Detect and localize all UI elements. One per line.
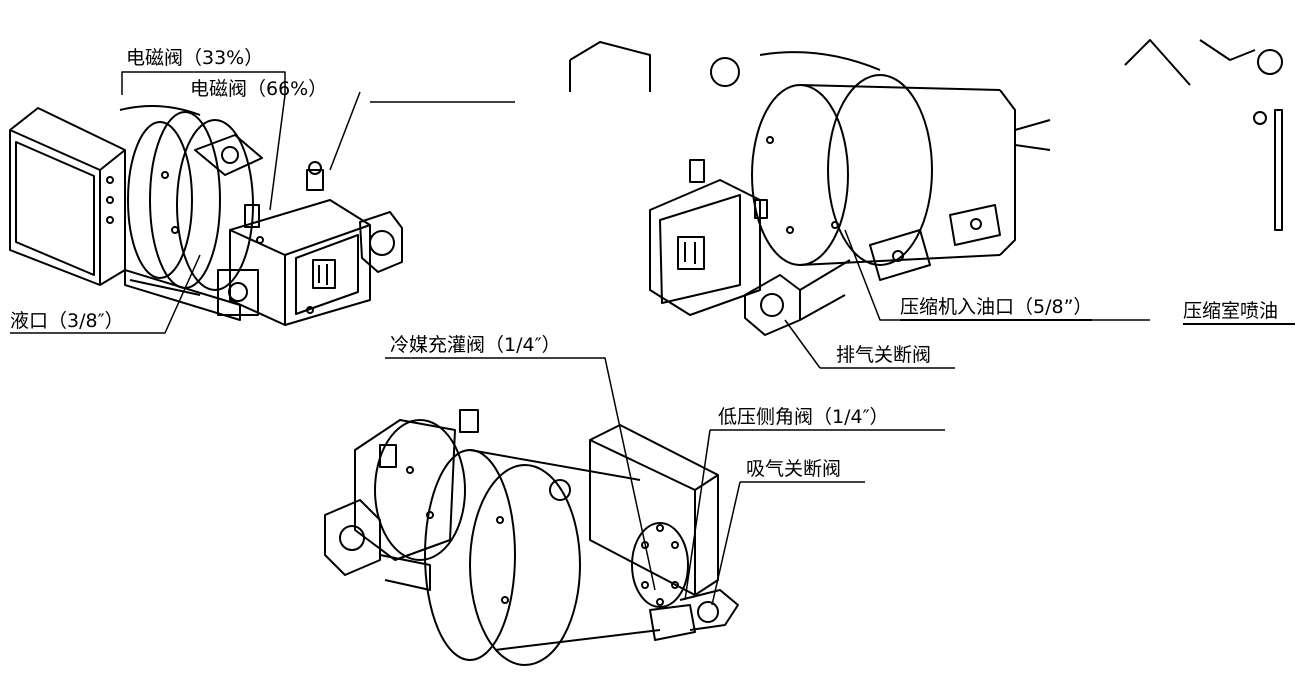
label-charge-valve: 冷媒充灌阀（1/4″） bbox=[390, 334, 561, 356]
label-chamber-injection: 压缩室喷油 bbox=[1183, 300, 1295, 325]
compressor-view-right bbox=[569, 41, 1051, 336]
leader-liquid-port bbox=[10, 254, 201, 334]
label-low-side-valve: 低压侧角阀（1/4″） bbox=[718, 406, 889, 428]
label-suction-valve: 吸气关断阀 bbox=[746, 458, 842, 480]
leader-discharge bbox=[784, 319, 821, 369]
leader-charge-valve bbox=[385, 357, 656, 591]
leader-solenoid-66 bbox=[329, 91, 361, 171]
leader-solenoid-33 bbox=[121, 71, 286, 95]
label-liquid-port: 液口（3/8″） bbox=[10, 310, 124, 332]
leader-low-side bbox=[684, 429, 711, 601]
leader-suction bbox=[711, 481, 741, 606]
compressor-view-fragment bbox=[1124, 39, 1283, 231]
leader-lines bbox=[10, 71, 1150, 606]
label-oil-inlet: 压缩机入油口（5/8”） bbox=[900, 296, 1093, 321]
label-solenoid-66: 电磁阀（66%） bbox=[190, 78, 328, 100]
label-discharge-valve: 排气关断阀 bbox=[836, 344, 932, 366]
compressor-view-left bbox=[9, 105, 403, 326]
label-solenoid-33: 电磁阀（33%） bbox=[126, 47, 264, 69]
leader-solenoid-33-tip bbox=[269, 94, 286, 211]
compressor-view-bottom bbox=[324, 409, 739, 666]
